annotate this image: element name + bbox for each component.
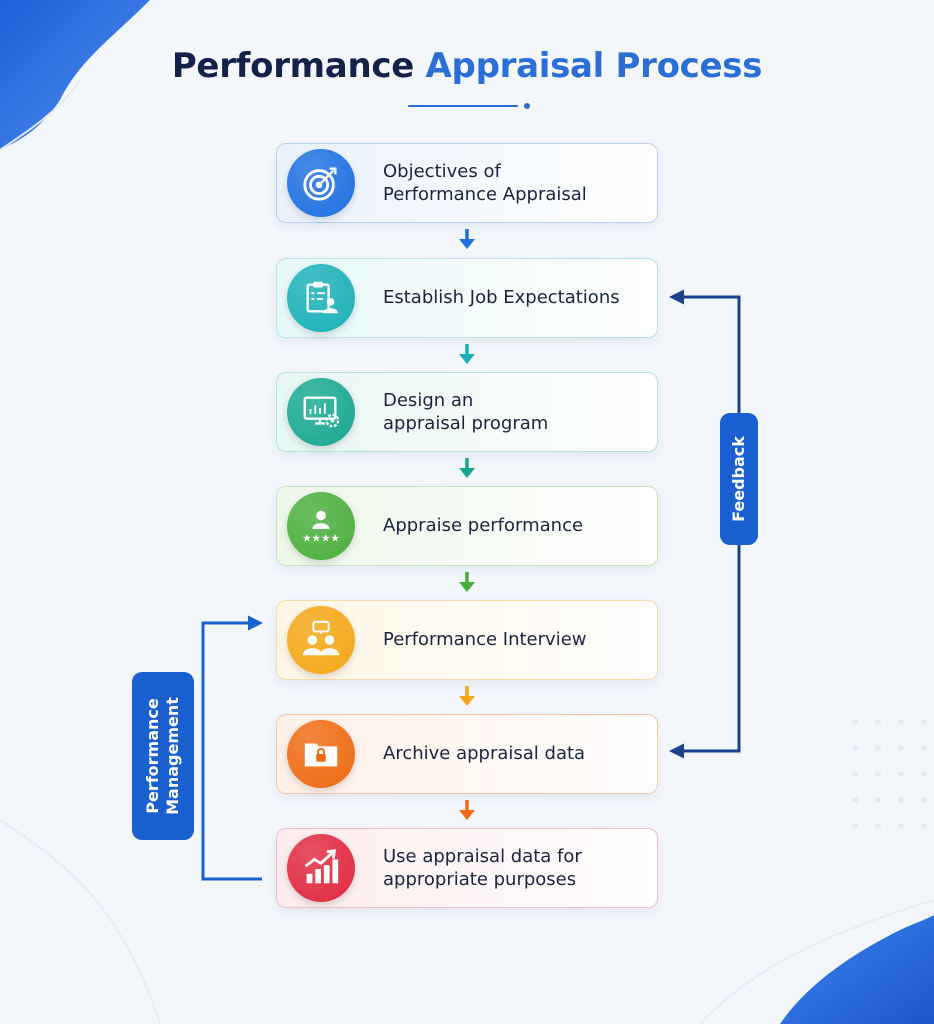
feedback-loop-arrow-bottom <box>669 545 741 759</box>
two-users-chat-icon <box>302 620 340 656</box>
step-icon-circle <box>287 720 355 788</box>
step-icon-circle <box>287 378 355 446</box>
step-design-appraisal-program: Design an appraisal program <box>276 372 658 452</box>
target-icon <box>303 167 337 201</box>
step-icon-circle <box>287 264 355 332</box>
feedback-label: Feedback <box>729 436 748 522</box>
monitor-gear-icon <box>303 396 340 428</box>
title-part-1: Performance <box>171 46 426 86</box>
down-arrow-2 <box>459 344 475 364</box>
page-title: Performance Appraisal Process <box>0 46 934 86</box>
performance-management-loop-arrow <box>201 615 263 881</box>
performance-management-label: Performance Management <box>143 697 182 815</box>
down-arrow-1 <box>459 229 475 249</box>
performance-management-pill: Performance Management <box>132 672 194 840</box>
step-icon-circle <box>287 834 355 902</box>
step-label: Performance Interview <box>383 629 587 651</box>
growth-chart-icon <box>304 849 339 884</box>
down-arrow-6 <box>459 800 475 820</box>
feedback-pill: Feedback <box>720 413 758 545</box>
step-objectives: Objectives of Performance Appraisal <box>276 143 658 223</box>
step-icon-circle <box>287 149 355 217</box>
down-arrow-5 <box>459 686 475 706</box>
clipboard-user-icon <box>306 281 339 314</box>
step-performance-interview: Performance Interview <box>276 600 658 680</box>
step-establish-job-expectations: Establish Job Expectations <box>276 258 658 338</box>
step-label: Appraise performance <box>383 515 584 537</box>
title-underline <box>408 105 518 107</box>
step-label: Use appraisal data for appropriate purpo… <box>383 845 582 890</box>
step-label: Establish Job Expectations <box>383 287 620 309</box>
step-archive-appraisal-data: Archive appraisal data <box>276 714 658 794</box>
step-label: Design an appraisal program <box>383 389 549 434</box>
step-label: Archive appraisal data <box>383 743 586 765</box>
title-underline-dot <box>524 103 530 109</box>
down-arrow-3 <box>459 458 475 478</box>
user-stars-icon: ★★★★ <box>302 510 340 544</box>
feedback-loop-arrow-top <box>669 289 741 413</box>
step-label: Objectives of Performance Appraisal <box>383 160 587 205</box>
locked-folder-icon <box>304 743 338 767</box>
down-arrow-4 <box>459 572 475 592</box>
step-icon-circle: ★★★★ <box>287 492 355 560</box>
title-part-2: Appraisal Process <box>425 46 763 86</box>
step-use-appraisal-data: Use appraisal data for appropriate purpo… <box>276 828 658 908</box>
svg-text:★★★★: ★★★★ <box>302 532 340 544</box>
step-appraise-performance: ★★★★ Appraise performance <box>276 486 658 566</box>
step-icon-circle <box>287 606 355 674</box>
